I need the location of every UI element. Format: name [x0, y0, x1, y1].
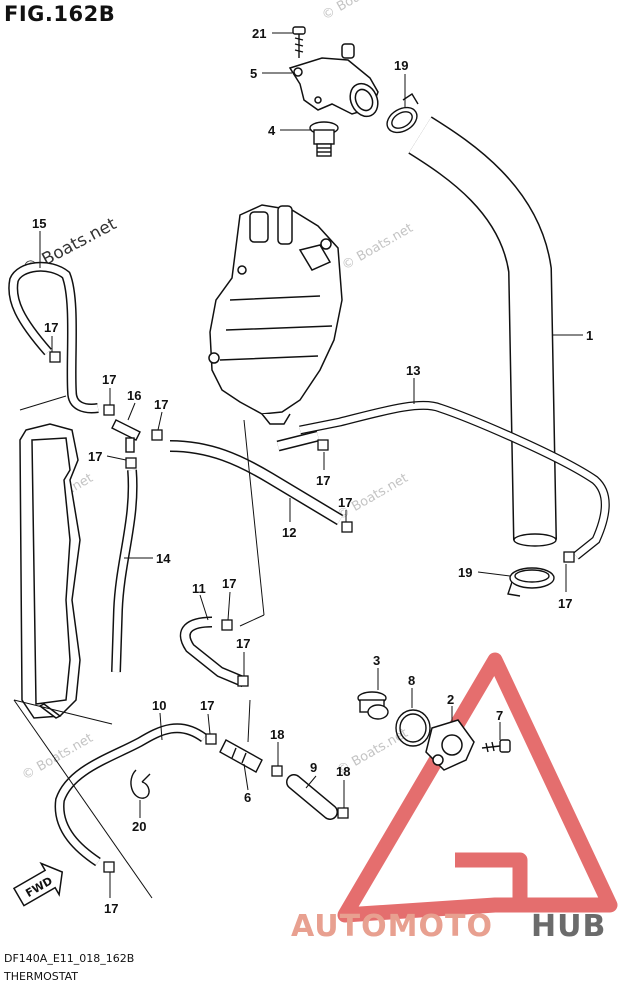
callout-21: 21: [252, 26, 266, 41]
callout-3: 3: [373, 653, 380, 668]
cooling-cover: [19, 423, 81, 719]
bolt-21: [292, 26, 306, 58]
callout-18: 18: [270, 727, 284, 742]
callout-17: 17: [104, 901, 118, 916]
callout-17: 17: [102, 372, 116, 387]
callout-13: 13: [406, 363, 420, 378]
callout-19: 19: [394, 58, 408, 73]
callout-16: 16: [127, 388, 141, 403]
joint-16: [111, 419, 141, 453]
bolt-7: [481, 739, 511, 753]
callout-12: 12: [282, 525, 296, 540]
brand-wordmark: AUTOMOTO HUB: [291, 909, 606, 944]
brand-part1: AUTOMOTO: [291, 909, 493, 944]
callout-9: 9: [310, 760, 317, 775]
brand-part2: HUB: [531, 909, 606, 944]
clamp-19-top: [386, 93, 419, 134]
clamp-18: [271, 765, 349, 819]
callout-17: 17: [154, 397, 168, 412]
callout-numbers: 21 5 19 4 15 1 17 17 16 17 17 13 17 17 1…: [32, 26, 593, 916]
leader-lines: [13, 32, 583, 899]
callout-14: 14: [156, 551, 171, 566]
callout-17: 17: [222, 576, 236, 591]
callout-18: 18: [336, 764, 350, 779]
housing-2: [425, 719, 475, 771]
figure-title: FIG.162B: [4, 2, 116, 26]
callout-19: 19: [458, 565, 472, 580]
callout-1: 1: [586, 328, 593, 343]
callout-17: 17: [338, 495, 352, 510]
callout-15: 15: [32, 216, 46, 231]
callout-17: 17: [88, 449, 102, 464]
fitting-6: [219, 739, 263, 773]
callout-2: 2: [447, 692, 454, 707]
callout-20: 20: [132, 819, 146, 834]
thermostat-cover-5: [288, 43, 379, 118]
callout-6: 6: [244, 790, 251, 805]
plug-3: [357, 691, 389, 720]
watermark: © Boats.net: [340, 221, 416, 274]
callout-8: 8: [408, 673, 415, 688]
cylinder-head-block: [208, 204, 343, 425]
callout-10: 10: [152, 698, 166, 713]
callout-11: 11: [192, 581, 206, 596]
callout-17: 17: [316, 473, 330, 488]
clamp-17: [49, 351, 575, 873]
figure-code: DF140A_E11_018_162B: [4, 952, 135, 965]
brand-logo-icon: [337, 652, 618, 923]
callout-5: 5: [250, 66, 257, 81]
callout-7: 7: [496, 708, 503, 723]
callout-4: 4: [268, 123, 276, 138]
figure-name: THERMOSTAT: [4, 970, 78, 983]
callout-17: 17: [44, 320, 58, 335]
hose-15: [8, 261, 99, 414]
callout-17: 17: [236, 636, 250, 651]
callout-17: 17: [200, 698, 214, 713]
watermark: © Boats.net: [320, 0, 396, 23]
thermostat-4: [309, 121, 339, 157]
callout-17: 17: [558, 596, 572, 611]
clip-20: [130, 769, 151, 799]
hose-13: [299, 400, 610, 560]
fwd-arrow-icon: FWD: [12, 861, 64, 907]
o-ring-8: [395, 709, 431, 747]
clamp-19-bottom: [507, 567, 555, 597]
